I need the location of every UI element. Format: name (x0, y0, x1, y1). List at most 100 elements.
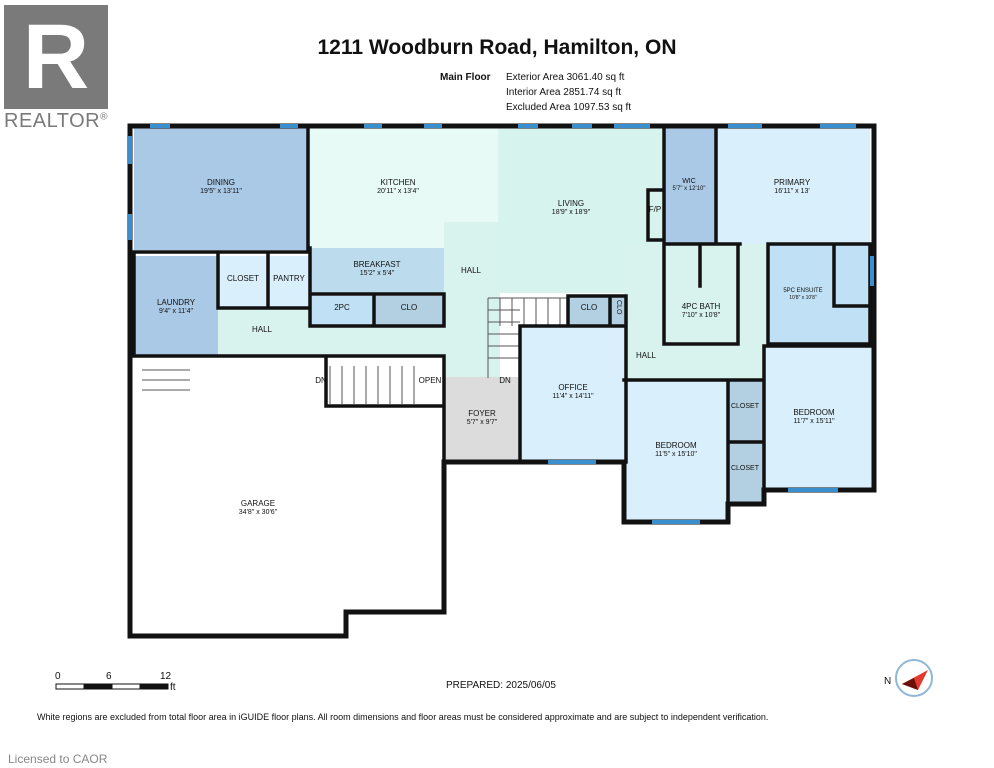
room-dimensions: 34'8" x 30'6" (238, 508, 278, 516)
interior-walls (128, 126, 874, 524)
laundry-fill (134, 256, 218, 356)
interior-area: Interior Area 2851.74 sq ft (506, 87, 622, 98)
hall-center-fill (444, 222, 500, 377)
scale-tick-6: 6 (106, 671, 112, 682)
room-dimensions: 11'7" x 15'11" (793, 417, 835, 425)
breakfast-fill (310, 248, 444, 294)
license-note: Licensed to CAOR (8, 752, 108, 766)
room-dimensions: 15'2" x 5'4" (359, 269, 395, 277)
room-dimensions: 11'4" x 14'11" (552, 392, 594, 400)
room-label-fp: F/P (595, 205, 715, 215)
room-label-hall-c: HALL (586, 351, 706, 361)
office-fill (520, 326, 624, 462)
room-label-clo-a: CLO (349, 303, 469, 313)
room-name: CLO (400, 303, 418, 312)
room-dimensions: 5'7" x 12'10" (672, 186, 706, 193)
room-name: DINING (207, 178, 235, 187)
room-label-hall-b: HALL (202, 325, 322, 335)
page-title: 1211 Woodburn Road, Hamilton, ON (317, 36, 677, 59)
closet-a-fill (218, 256, 268, 308)
room-label-open: OPEN (370, 376, 490, 386)
room-name: HALL (251, 325, 272, 334)
room-name: 2PC (334, 303, 350, 312)
stairs (142, 297, 568, 404)
room-label-closet-c: CLOSET (685, 465, 805, 473)
bedroom-a-fill (764, 346, 872, 490)
disclaimer: White regions are excluded from total fl… (37, 712, 769, 722)
garage-wall (127, 355, 447, 639)
room-name: DN (499, 376, 511, 385)
room-dimensions: 5'7" x 9'7" (466, 418, 498, 426)
room-dimensions: 7'10" x 10'8" (681, 311, 721, 319)
foyer-fill (444, 377, 520, 462)
primary-fill (716, 128, 870, 244)
room-name: BEDROOM (655, 441, 697, 450)
room-name: BREAKFAST (353, 260, 401, 269)
registered-mark: ® (100, 111, 108, 123)
room-label-clo-c: CLO (614, 247, 622, 367)
closet-b-fill (728, 380, 764, 442)
scale-tick-0: 0 (55, 671, 61, 682)
room-name: CLO (615, 299, 623, 315)
windows (128, 124, 874, 524)
dining-fill (134, 128, 308, 250)
room-name: DN (315, 376, 327, 385)
room-name: GARAGE (240, 499, 276, 508)
room-name: F/P (648, 205, 662, 214)
room-dimensions: 16'11" x 13' (774, 187, 810, 195)
room-dimensions: 19'5" x 13'11" (200, 187, 242, 195)
room-name: CLO (580, 303, 598, 312)
compass-north-label: N (884, 676, 892, 687)
scale-bar (55, 683, 169, 690)
realtor-wordmark: REALTOR® (4, 110, 108, 133)
room-name: PRIMARY (773, 178, 811, 187)
room-name: CLOSET (730, 465, 759, 472)
realtor-logo: R (4, 5, 108, 109)
room-dimensions: 9'4" x 11'4" (159, 307, 193, 315)
logo-letter: R (22, 6, 90, 108)
closet-c-fill (728, 442, 764, 504)
room-name: LIVING (557, 199, 585, 208)
room-name: 5PC ENSUITE (783, 288, 823, 294)
room-dimensions: 10'8" x 10'8" (789, 295, 817, 302)
clo-b-fill (568, 296, 610, 326)
room-label-closet-b: CLOSET (685, 403, 805, 411)
room-label-clo-b: CLO (529, 303, 649, 313)
room-name: OPEN (418, 376, 442, 385)
room-name: HALL (460, 266, 481, 275)
room-label-pantry: PANTRY (229, 274, 349, 284)
room-name: PANTRY (273, 274, 305, 283)
clo-a-fill (374, 296, 444, 326)
exterior-area: Exterior Area 3061.40 sq ft (506, 72, 625, 83)
room-label-hall-a: HALL (411, 266, 531, 276)
scale-tick-12: 12 (160, 671, 172, 682)
room-dimensions: 11'5" x 15'10" (655, 450, 697, 458)
room-name: 4PC BATH (681, 302, 721, 311)
room-name: KITCHEN (380, 178, 416, 187)
compass-icon (895, 659, 933, 697)
room-name: HALL (635, 351, 656, 360)
wic-fill (664, 128, 716, 244)
room-dimensions: 20'11" x 13'4" (377, 187, 419, 195)
room-name: CLOSET (226, 274, 259, 283)
room-name: WIC (682, 178, 696, 185)
room-dimensions: 18'9" x 18'9" (551, 208, 591, 216)
room-name: BEDROOM (793, 408, 835, 417)
scale-unit: ft (170, 682, 176, 693)
room-name: LAUNDRY (156, 298, 196, 307)
room-label-dn-b: DN (445, 376, 565, 386)
clo-c-fill (610, 296, 626, 326)
twopc-fill (310, 296, 374, 326)
